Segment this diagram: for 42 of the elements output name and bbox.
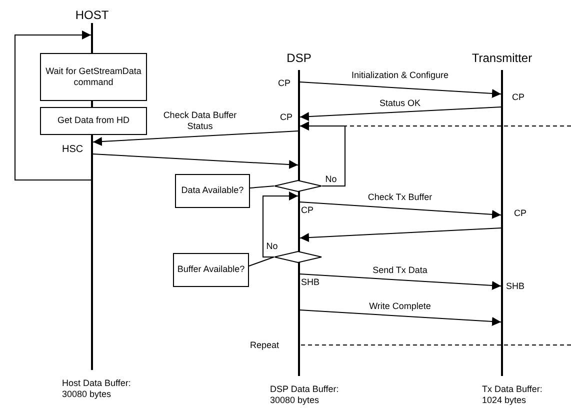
edge-label: Check Tx Buffer: [368, 192, 432, 203]
arrow: [300, 228, 502, 242]
arrow: [300, 202, 502, 219]
participant-name: HOST: [74, 8, 110, 22]
arrow: [300, 274, 502, 290]
arrow: [300, 310, 502, 326]
port-label: CP: [278, 78, 291, 88]
port-label: CP: [514, 208, 527, 218]
process-box: Buffer Available?: [173, 253, 249, 287]
process-box: Get Data from HD: [40, 107, 147, 135]
decision-diamond: [274, 251, 322, 263]
edge-label: Initialization & Configure: [351, 70, 449, 81]
port-label: HSC: [62, 144, 84, 155]
arrow: [14, 30, 92, 180]
edge-label: Write Complete: [369, 301, 431, 312]
process-box: Wait for GetStreamData command: [40, 53, 147, 101]
buffer-note: Host Data Buffer: 30080 bytes: [62, 378, 132, 400]
arrow: [92, 154, 298, 169]
edge-label: Status OK: [379, 98, 421, 109]
port-label: CP: [301, 205, 314, 215]
leader-line: [248, 256, 274, 266]
port-label: SHB: [301, 277, 320, 287]
buffer-note: DSP Data Buffer: 30080 bytes: [270, 384, 340, 406]
port-label: CP: [280, 112, 293, 122]
decision-diamond: [274, 180, 322, 192]
participant-name: DSP: [286, 51, 312, 65]
buffer-note: Tx Data Buffer: 1024 bytes: [482, 384, 544, 406]
participant-name: Transmitter: [470, 51, 534, 65]
arrow: [262, 192, 298, 258]
arrow: [300, 122, 571, 130]
port-label: SHB: [506, 281, 525, 291]
port-label: CP: [512, 92, 525, 102]
edge-label: No: [325, 174, 337, 185]
leader-line: [250, 186, 274, 188]
arrow: [300, 82, 502, 98]
edge-label: Check Data Buffer Status: [162, 110, 238, 132]
process-box: Data Available?: [175, 174, 250, 208]
edge-label: No: [266, 241, 278, 252]
repeat-label: Repeat: [250, 340, 280, 350]
edge-label: Send Tx Data: [372, 265, 428, 276]
arrow: [92, 130, 298, 146]
arrow: [300, 106, 502, 122]
